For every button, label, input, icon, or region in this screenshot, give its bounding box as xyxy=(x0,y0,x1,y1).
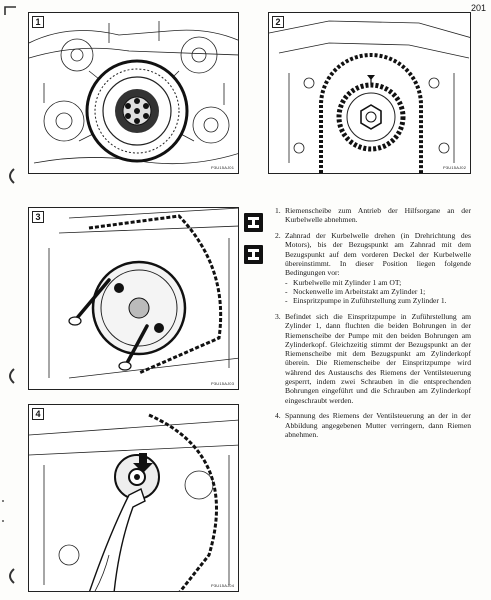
figure-code: P3U15AJ02 xyxy=(443,165,467,170)
figure-number: 4 xyxy=(32,408,44,420)
binder-hole-mark xyxy=(4,368,16,384)
condition-item: Nockenwelle im Arbeitstakt am Zylinder 1… xyxy=(285,287,471,297)
step-number: 2. xyxy=(275,231,281,241)
step-number: 1. xyxy=(275,206,281,215)
belt-tensioner-illustration xyxy=(29,413,238,591)
figure-code: P3U15AJ04 xyxy=(211,583,235,588)
step-number: 4. xyxy=(275,411,281,421)
binder-hole-mark xyxy=(4,168,16,184)
crankshaft-gear-illustration xyxy=(269,20,470,173)
service-tool-icon xyxy=(244,245,263,264)
step-4: 4. Spannung des Riemens der Ventilsteuer… xyxy=(275,411,471,439)
condition-item: Kurbelwelle mit Zylinder 1 am OT; xyxy=(285,278,471,288)
step-text: Befindet sich die Einspritzpumpe in Zufü… xyxy=(285,311,471,405)
figure-number: 3 xyxy=(32,211,44,223)
injection-pump-pins-illustration xyxy=(48,208,238,379)
figure-1: 1 P3U15AJ01 xyxy=(28,12,239,174)
binder-hole-mark xyxy=(4,568,16,584)
figure-number: 1 xyxy=(32,16,44,28)
figure-number: 2 xyxy=(272,16,284,28)
page-corner-mark xyxy=(4,3,18,15)
instruction-steps: 1. Riemenscheibe zum Antrieb der Hilfsor… xyxy=(275,206,471,446)
page-number: 201 xyxy=(470,3,486,13)
scan-speck xyxy=(2,520,4,522)
step-text: Riemenscheibe zum Antrieb der Hilfsorgan… xyxy=(285,206,471,225)
step-2: 2. Zahnrad der Kurbelwelle drehen (in Dr… xyxy=(275,231,471,306)
step-text: Zahnrad der Kurbelwelle drehen (in Drehr… xyxy=(285,231,471,278)
condition-list: Kurbelwelle mit Zylinder 1 am OT; Nocken… xyxy=(285,278,471,306)
figure-4: 4 P3U15AJ04 xyxy=(28,404,239,592)
step-text: Spannung des Riemens der Ventilsteuerung… xyxy=(285,411,471,440)
step-1: 1. Riemenscheibe zum Antrieb der Hilfsor… xyxy=(275,206,471,225)
figure-3: 3 P3U15AJ03 xyxy=(28,207,239,390)
figure-code: P3U15AJ03 xyxy=(211,381,235,386)
figure-code: P3U15AJ01 xyxy=(211,165,235,170)
service-tool-icon xyxy=(244,213,263,232)
crankshaft-pulley-illustration xyxy=(29,21,238,165)
step-number: 3. xyxy=(275,311,281,321)
scan-speck xyxy=(2,500,4,502)
condition-item: Einspritzpumpe in Zuführstellung zum Zyl… xyxy=(285,296,471,306)
figure-2: 2 P3U15AJ02 xyxy=(268,12,471,174)
step-3: 3. Befindet sich die Einspritzpumpe in Z… xyxy=(275,312,471,405)
